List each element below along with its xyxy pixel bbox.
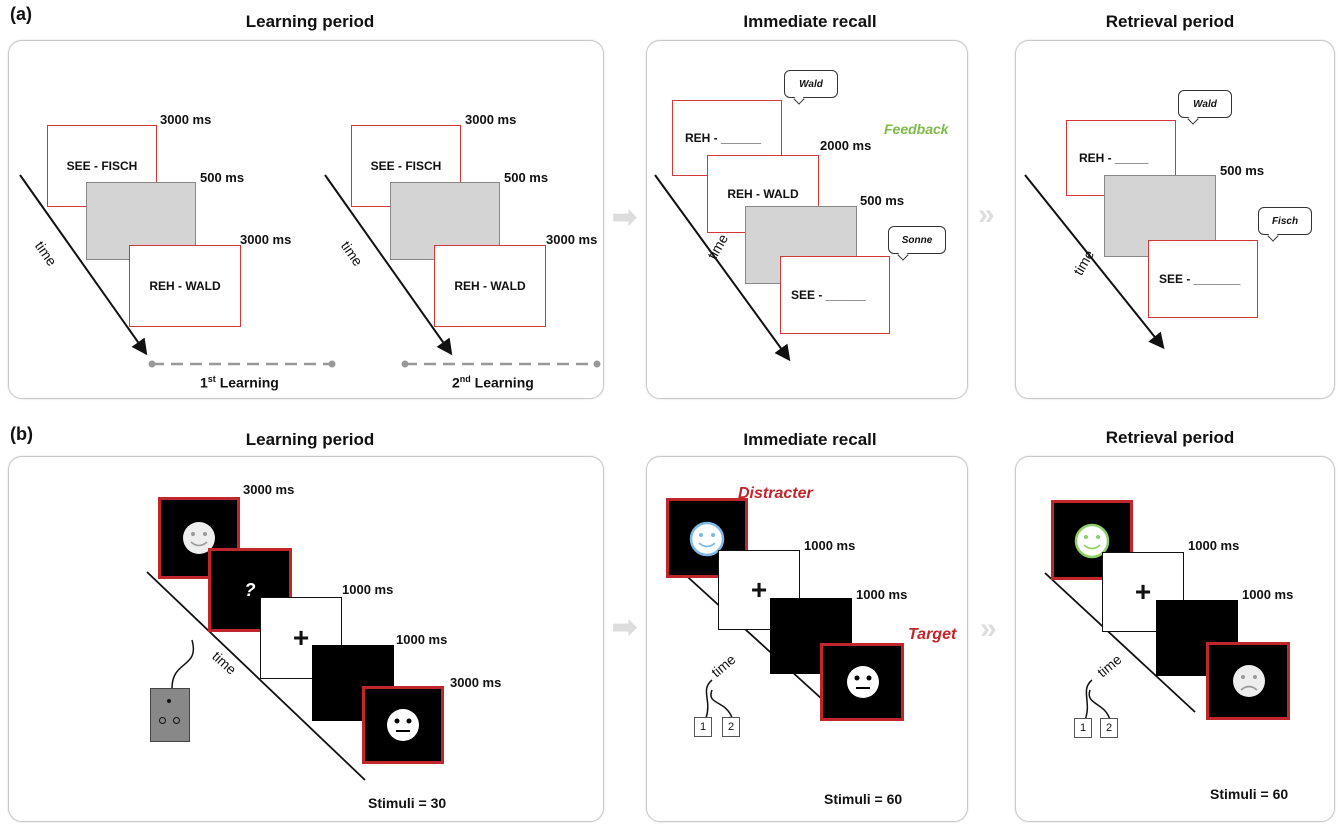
response-device-icon xyxy=(150,688,190,742)
blue-smiley-icon xyxy=(689,521,725,557)
key-1-retrieval: 1 xyxy=(1074,718,1092,738)
panel-label-b: (b) xyxy=(10,424,33,444)
stimuli-count-b-retrieval: Stimuli = 60 xyxy=(1210,786,1289,802)
ms-3000-b2: 3000 ms xyxy=(450,675,502,690)
distracter-label: Distracter xyxy=(738,485,813,502)
title-b-retrieval: Retrieval period xyxy=(1105,428,1235,447)
ms-1000-b4: 1000 ms xyxy=(856,587,908,602)
green-smiley-icon xyxy=(1074,523,1110,559)
stimulus-face-blue xyxy=(666,498,748,578)
smiley-icon xyxy=(183,522,215,554)
speech-bubble-fisch: Fisch xyxy=(1258,207,1312,235)
card-see-blank-retrieval: SEE - _______ xyxy=(1148,240,1258,318)
plus-icon: + xyxy=(1134,576,1152,607)
next-chevron-a2: » xyxy=(978,198,995,231)
feedback-label: Feedback xyxy=(884,121,949,137)
title-a-recall: Immediate recall xyxy=(743,12,877,31)
speech-bubble-sonne: Sonne xyxy=(888,226,946,254)
next-chevron-b2: » xyxy=(980,612,997,645)
card-see-blank-recall: SEE - ______ xyxy=(780,256,890,334)
stimulus-face-sad xyxy=(1206,642,1290,720)
ms-3000-a4: 3000 ms xyxy=(546,232,598,247)
ms-500-a2: 500 ms xyxy=(504,170,549,185)
speech-bubble-wald-retrieval: Wald xyxy=(1178,90,1232,118)
stimuli-count-b-recall: Stimuli = 60 xyxy=(824,791,903,807)
ms-1000-b6: 1000 ms xyxy=(1242,587,1294,602)
ms-3000-a2: 3000 ms xyxy=(240,232,292,247)
title-a-retrieval: Retrieval period xyxy=(1105,12,1235,31)
panel-label-a: (a) xyxy=(10,4,32,24)
ms-1000-b2: 1000 ms xyxy=(396,632,448,647)
title-a-learning: Learning period xyxy=(245,12,375,31)
key-2-retrieval: 2 xyxy=(1100,718,1118,738)
ms-500-a1: 500 ms xyxy=(200,170,245,185)
stimulus-face-green xyxy=(1051,500,1133,580)
stimuli-count-b-learning: Stimuli = 30 xyxy=(368,795,447,811)
stimulus-face-neutral-recall xyxy=(820,643,904,721)
second-learning-label: 2nd Learning xyxy=(452,374,534,391)
ms-3000-a3: 3000 ms xyxy=(465,112,517,127)
sad-face-icon xyxy=(1233,665,1265,697)
ms-1000-b1: 1000 ms xyxy=(342,582,394,597)
neutral-face-icon xyxy=(847,666,879,698)
plus-icon: + xyxy=(292,622,310,653)
ms-1000-b5: 1000 ms xyxy=(1188,538,1240,553)
next-arrow-a1: ➡ xyxy=(612,201,638,234)
ms-500-recall: 500 ms xyxy=(860,193,905,208)
title-b-learning: Learning period xyxy=(245,430,375,449)
first-learning-label: 1st Learning xyxy=(200,374,279,391)
card-reh-wald-1: REH - WALD xyxy=(129,245,241,327)
ms-500-retrieval: 500 ms xyxy=(1220,163,1265,178)
question-mark: ? xyxy=(244,579,256,600)
card-reh-wald-2: REH - WALD xyxy=(434,245,546,327)
neutral-face-icon xyxy=(387,709,419,741)
plus-icon: + xyxy=(750,574,768,605)
next-arrow-b1: ➡ xyxy=(612,611,638,644)
ms-2000-recall: 2000 ms xyxy=(820,138,872,153)
target-label: Target xyxy=(908,626,957,643)
stimulus-face-neutral-b xyxy=(362,686,444,764)
key-2-recall: 2 xyxy=(722,717,740,737)
title-b-recall: Immediate recall xyxy=(743,430,877,449)
ms-1000-b3: 1000 ms xyxy=(804,538,856,553)
key-1-recall: 1 xyxy=(694,717,712,737)
ms-3000-b1: 3000 ms xyxy=(243,482,295,497)
ms-3000-a1: 3000 ms xyxy=(160,112,212,127)
speech-bubble-wald-recall: Wald xyxy=(784,70,838,98)
